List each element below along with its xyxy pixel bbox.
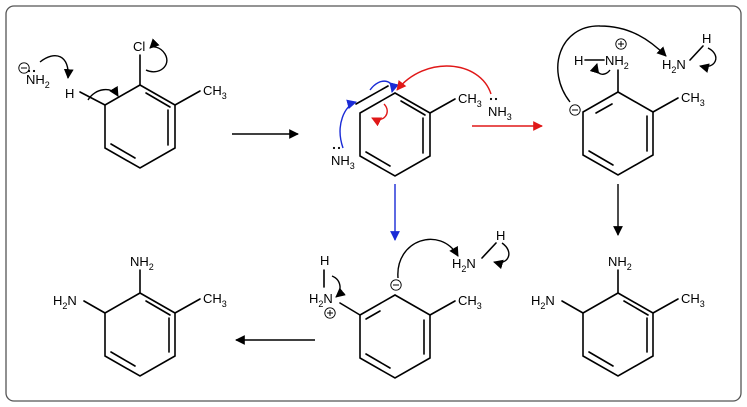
molecule-aryne: CH3 NH3 NH3 xyxy=(331,65,512,177)
cl-label: Cl xyxy=(133,39,145,54)
red-arrow-pi-bond xyxy=(371,103,388,127)
arrow-amide-to-h xyxy=(39,55,74,79)
plus-charge-1 xyxy=(615,38,627,50)
molecule-product-left: NH2 CH3 H2N xyxy=(53,254,227,377)
ch3-label: CH3 xyxy=(203,83,227,101)
minus-charge-2 xyxy=(390,279,402,291)
svg-text:NH2: NH2 xyxy=(605,53,629,71)
amide-anion: NH2 xyxy=(18,62,50,90)
arrow-nh-bond-base-1 xyxy=(699,47,717,73)
arrow-carbanion-to-h-2 xyxy=(397,238,459,279)
svg-text:NH2: NH2 xyxy=(130,254,154,272)
svg-text:H2N: H2N xyxy=(53,293,77,311)
svg-text:H: H xyxy=(574,53,583,68)
svg-text:NH2: NH2 xyxy=(26,72,50,90)
svg-text:H: H xyxy=(496,228,505,243)
svg-text:H: H xyxy=(702,31,711,46)
h-label: H xyxy=(65,86,74,101)
ammonia-left: NH3 xyxy=(331,146,355,171)
svg-text:NH2: NH2 xyxy=(608,254,632,272)
molecule-anilinium-blue: CH3 H H2N H2N H xyxy=(309,228,510,379)
molecule-anilinium-red: CH3 H NH2 H2N H xyxy=(557,25,717,176)
amide-base-1: H2N H xyxy=(662,31,711,75)
svg-text:CH3: CH3 xyxy=(203,291,227,309)
amide-base-2: H2N H xyxy=(452,228,505,274)
arrow-ccl-bond xyxy=(145,38,168,73)
molecule-product-right: NH2 CH3 H2N xyxy=(531,254,705,377)
svg-text:CH3: CH3 xyxy=(681,90,705,108)
svg-text:CH3: CH3 xyxy=(681,291,705,309)
svg-text:H2N: H2N xyxy=(531,293,555,311)
svg-text:CH3: CH3 xyxy=(458,293,482,311)
red-arrow-nh3-attack xyxy=(396,65,492,95)
arrow-nh-bond-2 xyxy=(331,275,346,298)
blue-arrow-pi-bond xyxy=(369,80,399,93)
svg-text:H2N: H2N xyxy=(452,256,476,274)
ammonia-right: NH3 xyxy=(488,97,512,122)
blue-arrow-nh3-attack xyxy=(339,99,357,149)
minus-charge-1 xyxy=(569,104,581,116)
plus-charge-2 xyxy=(324,307,336,319)
arrow-nh-bond-1 xyxy=(589,63,611,75)
molecule-chlorotoluene: Cl CH3 H NH2 xyxy=(18,38,227,169)
svg-text:CH3: CH3 xyxy=(458,91,482,109)
arrow-carbanion-to-h xyxy=(557,25,667,103)
svg-text:H2N: H2N xyxy=(662,57,686,75)
svg-text:H: H xyxy=(320,253,329,268)
svg-text:NH3: NH3 xyxy=(488,104,512,122)
arrow-nh-bond-base-2 xyxy=(493,242,510,270)
diagram-border xyxy=(5,5,742,402)
svg-text:NH3: NH3 xyxy=(331,153,355,171)
svg-text:H2N: H2N xyxy=(309,291,333,309)
arrow-ch-bond xyxy=(87,85,119,101)
